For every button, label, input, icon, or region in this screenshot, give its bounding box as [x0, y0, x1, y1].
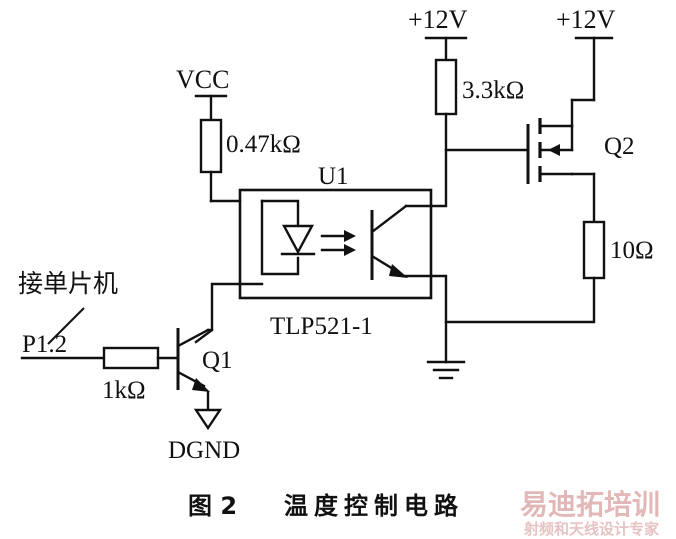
phototransistor-icon: [370, 204, 433, 280]
supply-12v-right: +12V: [556, 5, 616, 128]
mcu-pointer-line: [47, 307, 85, 345]
plus12-left-label: +12V: [408, 5, 468, 34]
mcu-input: 接单片机 P1.2: [18, 270, 118, 360]
resistor-0-47k-label: 0.47kΩ: [226, 131, 301, 158]
mcu-note-label: 接单片机: [18, 270, 118, 298]
watermark-line2: 射频和天线设计专家: [523, 520, 659, 538]
light-arrows-icon: [320, 230, 356, 256]
ground-icon: [426, 360, 466, 380]
resistor-0-47k: 0.47kΩ: [199, 118, 301, 203]
return-wire: [444, 276, 596, 324]
figure-number: 图 2: [188, 492, 237, 520]
emitter-wire: [429, 274, 448, 364]
resistor-1k-label: 1kΩ: [102, 377, 146, 404]
vcc-supply: VCC: [176, 65, 229, 122]
q1-emitter-arrow-icon: [192, 378, 210, 392]
watermark-line1: 易迪拓培训: [520, 488, 660, 521]
q2-label: Q2: [604, 133, 635, 160]
p12-label: P1.2: [22, 331, 67, 358]
plus12-right-label: +12V: [556, 5, 616, 34]
supply-12v-left: +12V: [408, 5, 468, 62]
mosfet-arrow-icon: [548, 144, 560, 156]
q1-label: Q1: [202, 347, 233, 374]
resistor-1k: 1kΩ: [102, 346, 178, 404]
resistor-3-3k: 3.3kΩ: [434, 58, 524, 116]
resistor-10-ohm-label: 10Ω: [610, 237, 654, 264]
dgnd-label: DGND: [168, 437, 240, 464]
opto-part-label: TLP521-1: [270, 313, 373, 340]
resistor-3-3k-label: 3.3kΩ: [462, 77, 524, 104]
digital-ground-icon: DGND: [168, 408, 240, 464]
optocoupler-u1: U1 TLP521-1: [238, 163, 433, 340]
mosfet-q2: Q2: [526, 118, 635, 184]
figure-title: 温度控制电路: [284, 492, 464, 520]
led-icon: [280, 224, 316, 256]
resistor-10-ohm: 10Ω: [582, 220, 654, 280]
collector-wire: [429, 112, 448, 208]
u1-label: U1: [318, 163, 349, 190]
transistor-q1: Q1: [176, 328, 233, 412]
vcc-label: VCC: [176, 65, 229, 94]
led-cathode-wire: [194, 282, 264, 344]
